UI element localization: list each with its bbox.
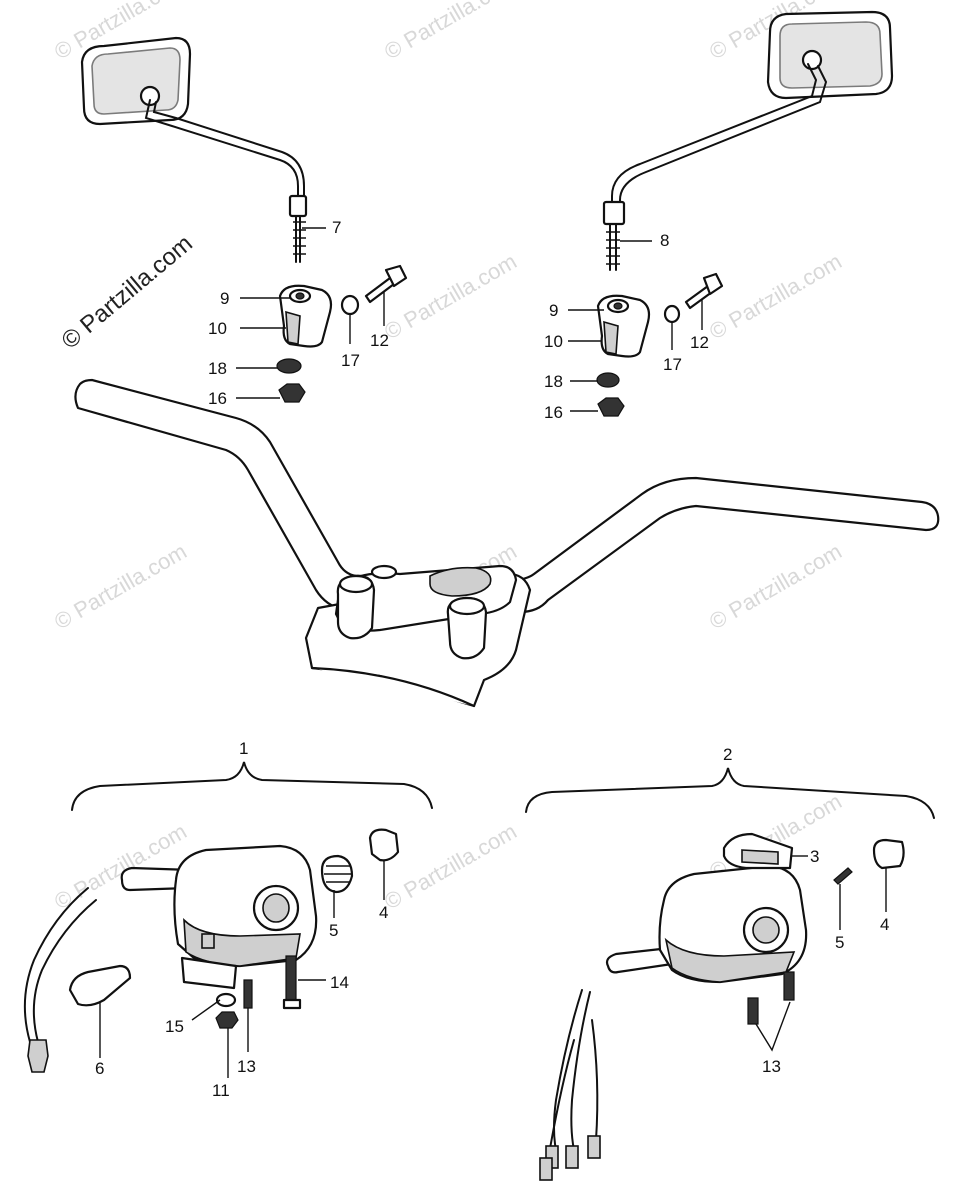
- left-switch-button-cover: [68, 964, 132, 1007]
- left-nut: [278, 383, 306, 403]
- watermark-main: © Partzilla.com: [57, 230, 198, 355]
- callout-10: 10: [208, 319, 227, 338]
- left-screw: [243, 979, 253, 1009]
- watermark: © Partzilla.com: [380, 819, 521, 915]
- left-switch-assembly: [120, 844, 318, 990]
- callout-1: 1: [239, 739, 248, 758]
- callout-5: 5: [835, 933, 844, 952]
- callout-16: 16: [208, 389, 227, 408]
- callout-8: 8: [660, 231, 669, 250]
- left-mirror-clamp: [278, 284, 333, 348]
- callout-2: 2: [723, 745, 732, 764]
- callout-7: 7: [332, 218, 341, 237]
- left-mirror: [80, 36, 308, 263]
- callout-18: 18: [208, 359, 227, 378]
- left-small-nut: [215, 1011, 239, 1029]
- callout-11: 11: [212, 1081, 230, 1100]
- left-switch-wire: [23, 887, 97, 1073]
- callout-3: 3: [810, 847, 819, 866]
- callout-9: 9: [549, 301, 558, 320]
- callout-17: 17: [341, 351, 360, 370]
- right-lock-washer: [596, 372, 620, 388]
- group-bracket-left: [71, 761, 433, 811]
- left-bolt: [364, 264, 408, 304]
- left-screw-head: [282, 998, 302, 1010]
- right-bolt: [684, 272, 724, 310]
- left-long-screw: [285, 955, 297, 1005]
- right-screw-b: [783, 971, 795, 1001]
- right-screw-a: [747, 997, 759, 1025]
- callout-9: 9: [220, 289, 229, 308]
- callout-17: 17: [663, 355, 682, 374]
- left-lock-washer: [276, 358, 302, 374]
- watermark: © Partzilla.com: [380, 249, 521, 345]
- right-switch-assembly: [605, 832, 808, 984]
- right-spring: [833, 867, 853, 885]
- callout-14: 14: [330, 973, 349, 992]
- watermark: © Partzilla.com: [50, 819, 191, 915]
- right-washer: [663, 304, 681, 324]
- handlebar-holder: [304, 564, 532, 708]
- callout-13: 13: [237, 1057, 256, 1076]
- watermark: © Partzilla.com: [380, 0, 521, 64]
- left-washer: [340, 294, 360, 316]
- callout-4: 4: [379, 903, 388, 922]
- right-switch-wiring: [539, 989, 601, 1181]
- callout-5: 5: [329, 921, 338, 940]
- spring-coils: [324, 865, 352, 883]
- right-mirror: [602, 10, 894, 271]
- callout-6: 6: [95, 1059, 104, 1078]
- group-bracket-right: [525, 767, 935, 819]
- callout-4: 4: [880, 915, 889, 934]
- right-mirror-clamp: [596, 294, 651, 358]
- right-knob: [872, 838, 905, 870]
- watermark: © Partzilla.com: [705, 249, 846, 345]
- watermark: © Partzilla.com: [50, 539, 191, 635]
- callout-18: 18: [544, 372, 563, 391]
- callout-13: 13: [762, 1057, 781, 1076]
- leader-lines: [99, 227, 887, 1078]
- handlebar: [74, 378, 940, 614]
- callout-16: 16: [544, 403, 563, 422]
- callout-15: 15: [165, 1017, 184, 1036]
- left-knob: [368, 828, 400, 862]
- callout-12: 12: [370, 331, 389, 350]
- callout-12: 12: [690, 333, 709, 352]
- right-nut: [597, 397, 625, 417]
- watermark-layer: © Partzilla.com © Partzilla.com © Partzi…: [50, 0, 846, 914]
- callout-10: 10: [544, 332, 563, 351]
- callout-labels: 1 2 3 4 4 5 5 6 7 8 9 9 10 10 11 12 12 1…: [95, 218, 889, 1100]
- left-small-washer: [215, 992, 237, 1008]
- watermark: © Partzilla.com: [705, 539, 846, 635]
